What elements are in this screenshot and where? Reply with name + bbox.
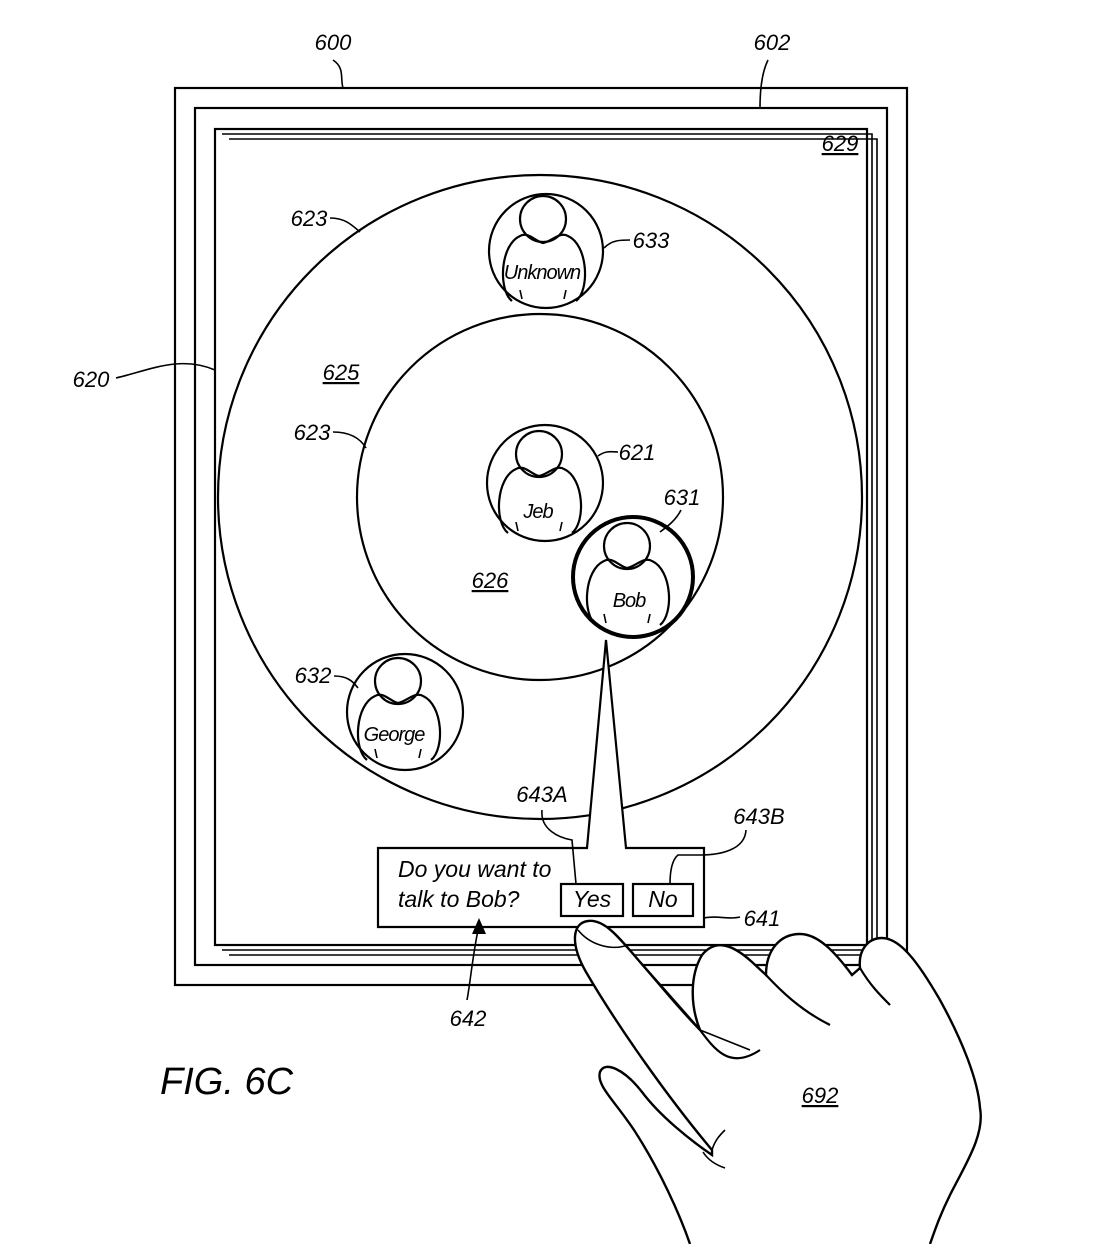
no-button-label: No <box>648 886 678 912</box>
leader-621 <box>597 450 619 457</box>
avatar-george[interactable]: George <box>345 652 465 772</box>
ref-602: 602 <box>754 30 791 55</box>
no-button[interactable]: No <box>631 882 695 918</box>
ref-643B: 643B <box>733 804 784 829</box>
ref-629: 629 <box>822 131 859 156</box>
ref-692: 692 <box>802 1083 839 1108</box>
yes-button-label: Yes <box>573 886 612 912</box>
device-frame <box>173 86 909 987</box>
avatar-jeb[interactable]: Jeb <box>485 423 605 543</box>
leader-643B <box>669 829 747 885</box>
window-stack-back <box>229 138 878 956</box>
leader-642 <box>466 929 479 1001</box>
leader-623-outer <box>329 217 361 233</box>
ref-642: 642 <box>450 1006 487 1031</box>
avatar-george-name: George <box>364 724 426 746</box>
avatar-unknown[interactable]: Unknown <box>487 192 605 310</box>
figure-caption: FIG. 6C <box>160 1061 294 1103</box>
inner-ring <box>355 312 725 682</box>
ref-625: 625 <box>323 360 360 385</box>
ref-600: 600 <box>315 30 352 55</box>
avatar-unknown-name: Unknown <box>504 262 581 284</box>
window-stack-mid <box>222 133 873 951</box>
avatar-bob-name: Bob <box>613 590 646 612</box>
ref-623-inner: 623 <box>294 420 331 445</box>
leader-602 <box>759 59 769 109</box>
ref-632: 632 <box>295 663 332 688</box>
ref-623-outer: 623 <box>291 206 328 231</box>
leader-641 <box>703 916 741 919</box>
window-panel <box>213 127 869 947</box>
hand-illustration <box>573 919 982 1244</box>
yes-button[interactable]: Yes <box>559 882 625 918</box>
leader-623-inner <box>332 431 367 449</box>
leader-600 <box>332 59 344 89</box>
ref-621: 621 <box>619 440 656 465</box>
dialog-line-1: Do you want to <box>398 856 552 882</box>
dialog-box: Do you want to talk to Bob? <box>376 639 706 929</box>
avatar-bob[interactable]: Bob <box>571 515 695 639</box>
ref-631: 631 <box>664 485 701 510</box>
ref-620: 620 <box>73 367 110 392</box>
leader-643A <box>541 809 577 885</box>
avatar-jeb-name: Jeb <box>522 501 553 523</box>
leader-633 <box>603 239 631 249</box>
leader-632 <box>333 675 359 689</box>
leader-631 <box>659 509 682 533</box>
screen-frame <box>193 106 889 967</box>
leader-620 <box>115 362 216 379</box>
ref-626: 626 <box>472 568 509 593</box>
ref-633: 633 <box>633 228 670 253</box>
leader-642-arrowhead <box>472 918 486 934</box>
outer-ring <box>216 173 864 821</box>
dialog-line-2: talk to Bob? <box>398 886 520 912</box>
ref-641: 641 <box>744 906 781 931</box>
ref-643A: 643A <box>516 782 567 807</box>
